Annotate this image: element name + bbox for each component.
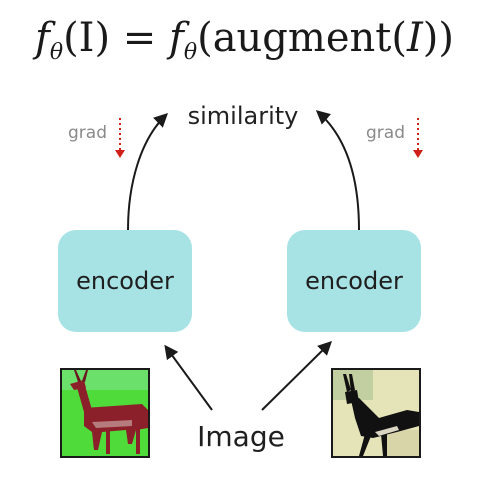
grad-label-left: grad — [68, 123, 107, 143]
arrow-encoder-left-to-similarity — [127, 113, 169, 231]
formula-theta-right: θ — [183, 40, 198, 65]
formula-arg-left: (I) — [63, 15, 111, 61]
dotted-down-arrow-icon — [413, 118, 423, 158]
antelope-dark-on-pale-image — [333, 370, 419, 456]
encoder-left-box: encoder — [58, 230, 192, 332]
encoder-left-label: encoder — [76, 267, 174, 295]
formula-arg-right-close: )) — [422, 15, 454, 61]
arrow-encoder-right-to-similarity — [315, 110, 360, 231]
formula-title: fθ(I) = fθ(augment(I)) — [0, 12, 489, 79]
formula-arg-right-open: (augment( — [197, 15, 407, 61]
image-label: Image — [197, 420, 285, 453]
formula-f-left: f — [35, 15, 50, 61]
encoder-right-box: encoder — [287, 230, 421, 332]
augmented-image-right — [331, 368, 421, 458]
arrow-image-to-encoder-left — [164, 344, 213, 411]
formula-equals: = — [110, 15, 170, 61]
arrow-image-to-encoder-right — [261, 341, 332, 411]
antelope-red-on-green-image — [62, 370, 148, 456]
augmented-image-left — [60, 368, 150, 458]
formula-arg-right-var: I — [406, 15, 423, 61]
grad-label-right: grad — [366, 123, 405, 143]
formula-f-right: f — [169, 15, 184, 61]
encoder-right-label: encoder — [305, 267, 403, 295]
dotted-down-arrow-icon — [115, 118, 125, 158]
similarity-label: similarity — [187, 102, 299, 130]
formula-theta-left: θ — [49, 40, 64, 65]
